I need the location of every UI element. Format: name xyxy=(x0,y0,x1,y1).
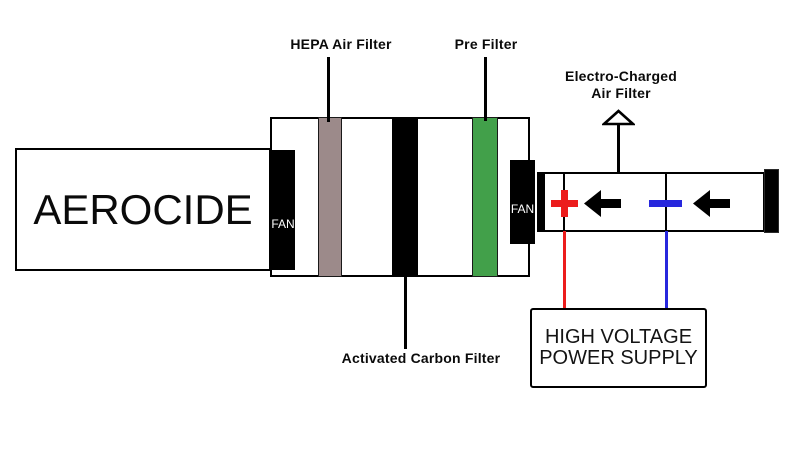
negative-wire xyxy=(665,231,668,309)
rear-fan-bar: FAN xyxy=(510,160,535,244)
front-fan-label: FAN xyxy=(271,217,295,231)
airflow-left-arrow-icon xyxy=(693,190,730,217)
power-supply-label-line1: HIGH VOLTAGE xyxy=(544,326,693,348)
pre-filter-bar xyxy=(472,117,498,277)
electro-pointer-line xyxy=(617,125,620,173)
carbon-filter-callout-label: Activated Carbon Filter xyxy=(341,350,501,366)
pre-filter-callout-label: Pre Filter xyxy=(454,36,518,52)
activated-carbon-filter-bar xyxy=(392,117,418,277)
pre-filter-pointer-line xyxy=(484,57,487,121)
hepa-filter-callout-label: HEPA Air Filter xyxy=(290,36,392,52)
hepa-filter-bar xyxy=(318,117,342,277)
front-fan-bar: FAN xyxy=(271,150,295,270)
electro-filter-left-cap xyxy=(539,174,545,230)
electro-filter-callout-label: Electro-Charged Air Filter xyxy=(565,68,677,102)
aerocide-unit-box: AEROCIDE xyxy=(15,148,271,271)
electro-callout-line1: Electro-Charged xyxy=(565,68,677,84)
minus-electrode-icon xyxy=(649,200,682,207)
rear-fan-label: FAN xyxy=(510,202,535,216)
airflow-left-arrow-icon xyxy=(584,190,621,217)
up-triangle-pointer-icon xyxy=(602,109,635,126)
electro-filter-right-cap xyxy=(764,169,779,233)
power-supply-box: HIGH VOLTAGE POWER SUPPLY xyxy=(530,308,707,388)
hepa-pointer-line xyxy=(327,57,330,122)
aerocide-unit-label: AEROCIDE xyxy=(33,185,253,233)
plus-electrode-icon xyxy=(561,190,568,217)
electro-callout-line2: Air Filter xyxy=(591,85,651,101)
power-supply-label-line2: POWER SUPPLY xyxy=(539,347,698,369)
positive-wire xyxy=(563,231,566,309)
carbon-pointer-line xyxy=(404,277,407,349)
